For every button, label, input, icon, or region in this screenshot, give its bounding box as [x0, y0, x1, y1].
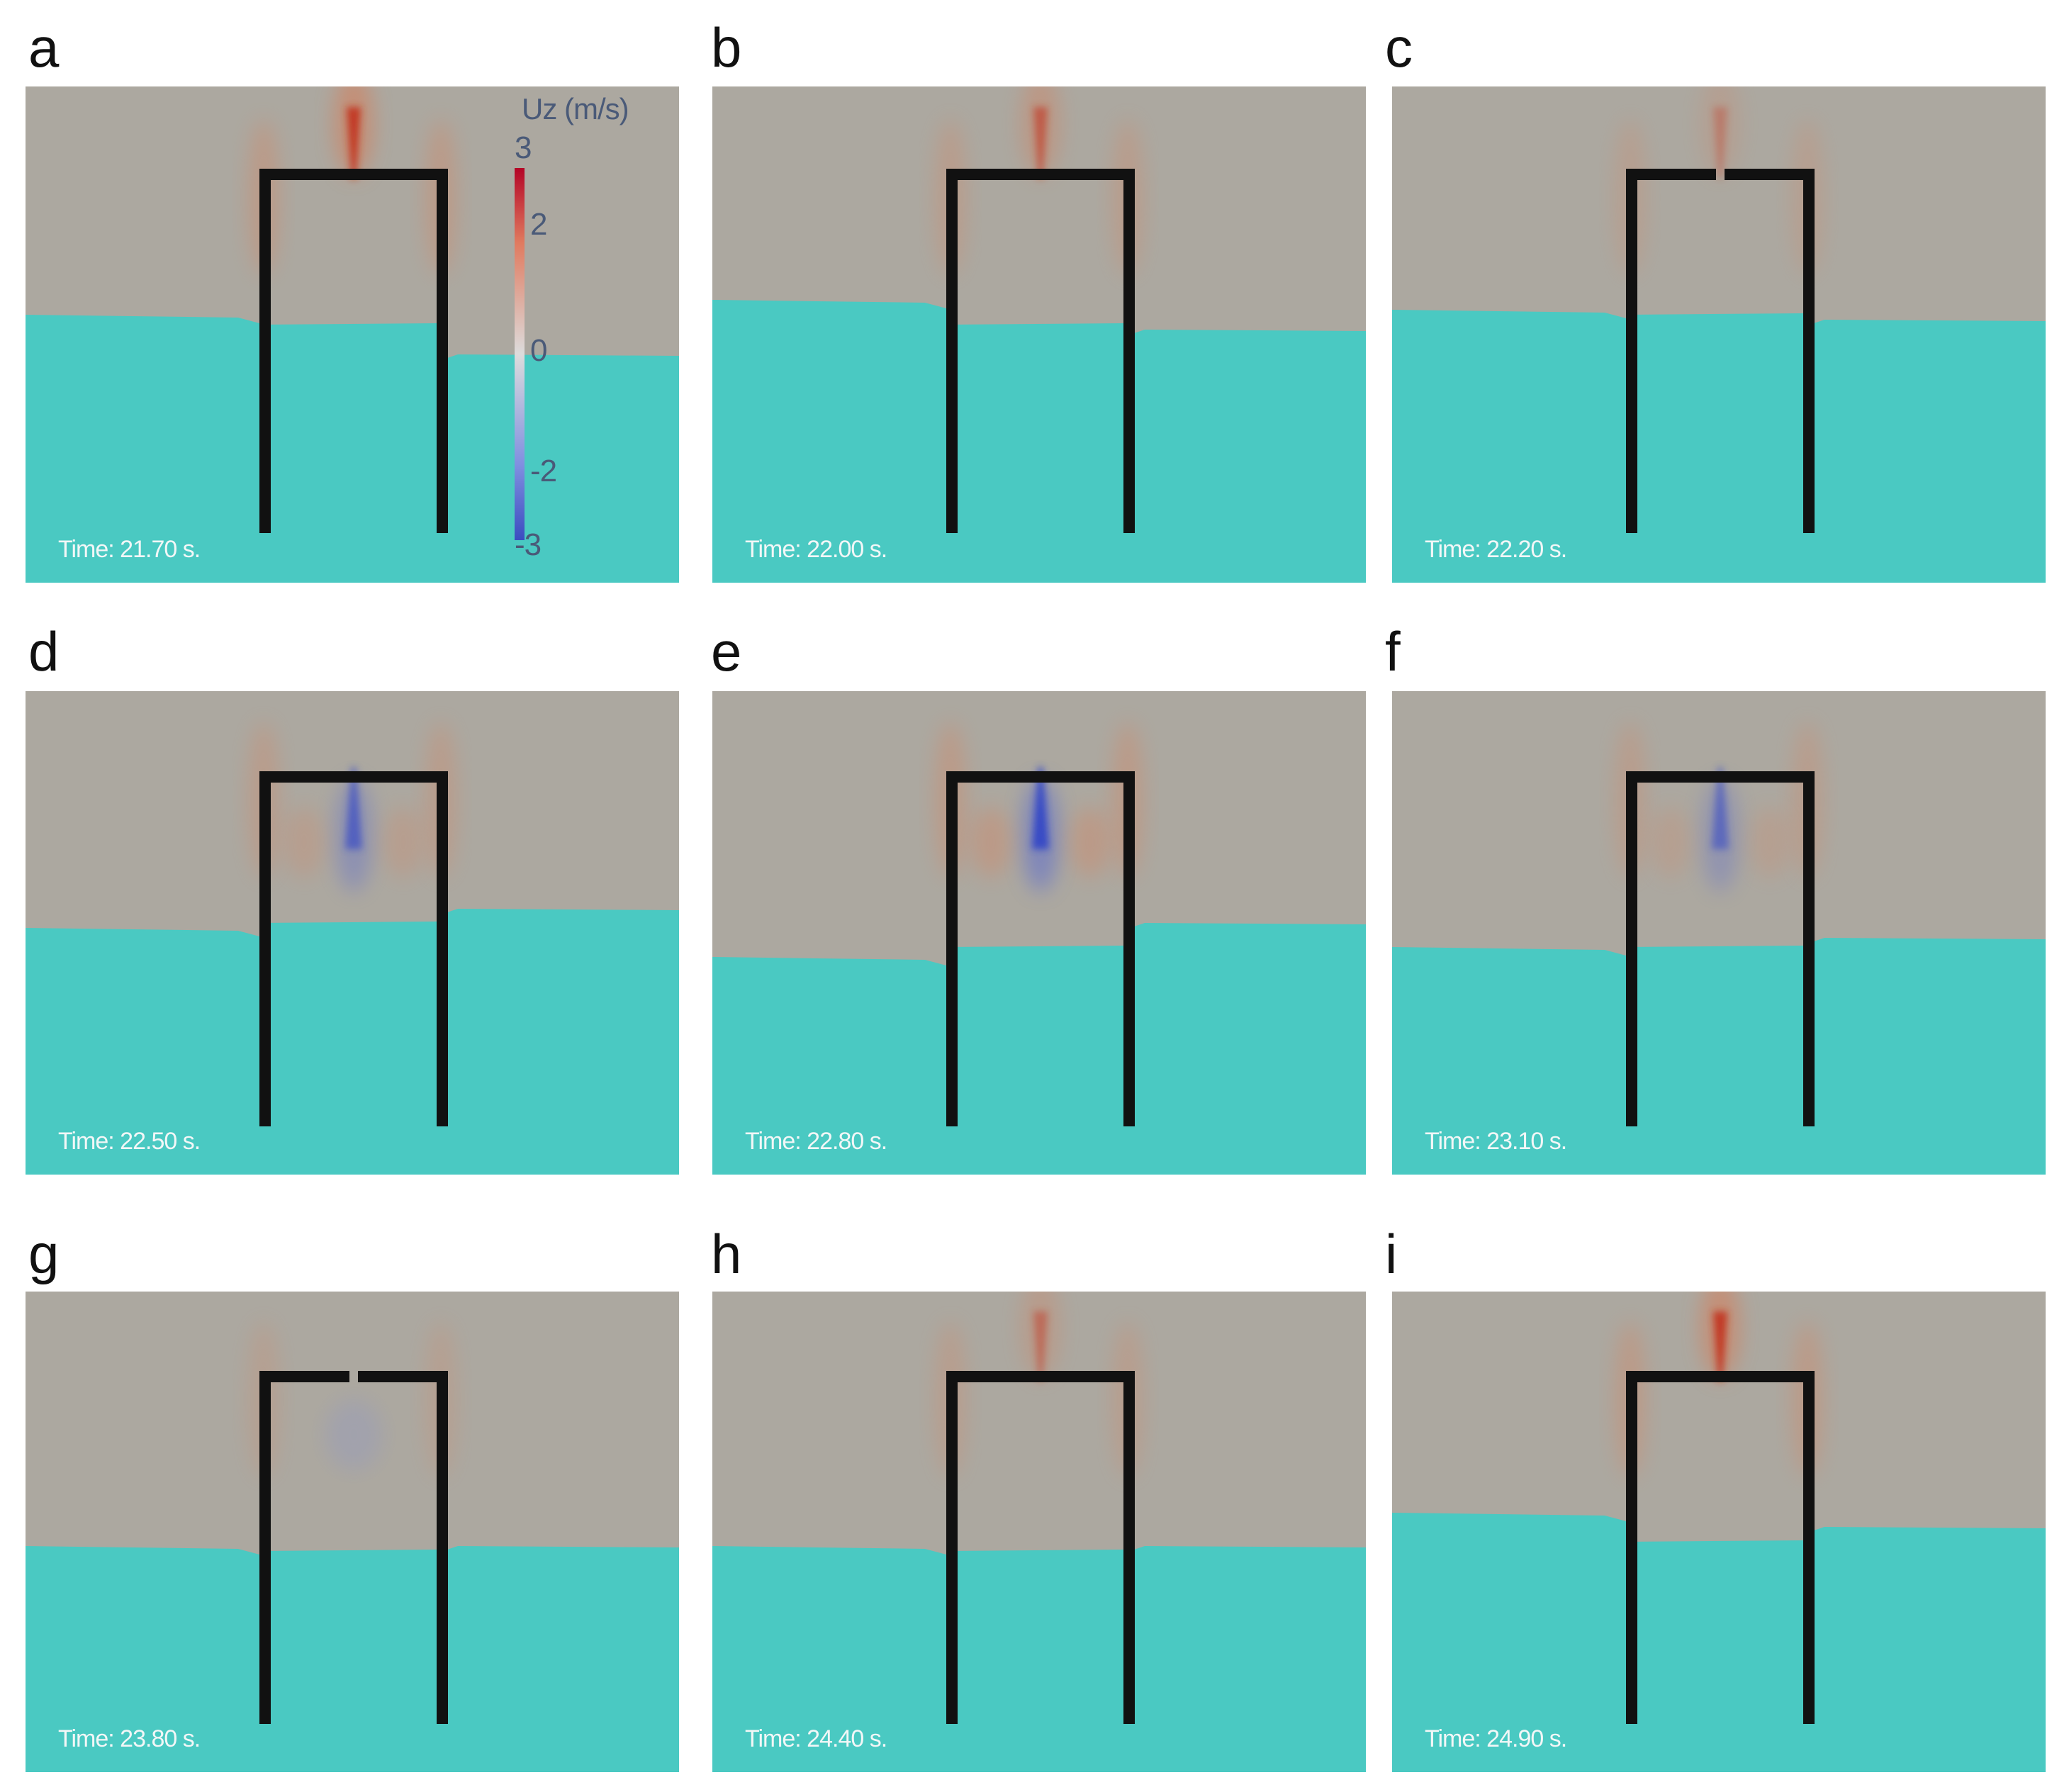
time-label: Time: 23.80 s.: [58, 1725, 201, 1752]
owc-structure: [1626, 1371, 1815, 1724]
simulation-panel-i: Time: 24.90 s.: [1392, 1292, 2046, 1772]
upward-jet-core: [1033, 107, 1048, 179]
simulation-panel-f: Time: 23.10 s.: [1392, 691, 2046, 1175]
owc-structure: [946, 169, 1135, 533]
colorbar-tick: 3: [515, 130, 532, 165]
panel-letter-g: g: [28, 1223, 60, 1285]
time-label: Time: 22.80 s.: [745, 1128, 887, 1155]
downward-jet-core: [1032, 767, 1049, 849]
flow-field-i: [1392, 1292, 2046, 1772]
panel-letter-a: a: [28, 16, 60, 79]
chamber-lobe-right: [1070, 807, 1110, 878]
flow-field-e: [712, 691, 1366, 1175]
simulation-panel-g: Time: 23.80 s.: [26, 1292, 679, 1772]
upward-jet-core: [1713, 107, 1727, 179]
water-left: [1392, 1513, 1626, 1772]
colorbar-tick: -2: [530, 454, 557, 488]
water-right: [437, 354, 679, 583]
upward-jet-core: [1033, 1311, 1048, 1381]
water-left: [1392, 310, 1626, 583]
downward-jet-core: [1712, 767, 1729, 849]
water-right: [1803, 938, 2046, 1175]
panel-letter-f: f: [1385, 620, 1401, 683]
flow-field-d: [26, 691, 679, 1175]
flow-field-c: [1392, 86, 2046, 583]
simulation-panel-h: Time: 24.40 s.: [712, 1292, 1366, 1772]
water-left: [712, 1546, 946, 1772]
flow-field-a: [26, 86, 679, 583]
water-chamber: [259, 323, 437, 583]
chamber-lobe-left: [1651, 807, 1690, 878]
water-chamber: [1626, 1540, 1803, 1772]
simulation-panel-c: Time: 22.20 s.: [1392, 86, 2046, 583]
colorbar-title: Uz (m/s): [522, 92, 629, 125]
flow-field-h: [712, 1292, 1366, 1772]
water-left: [1392, 947, 1626, 1175]
simulation-panel-a: Time: 21.70 s. Uz (m/s) 3 2 0 -2 -3: [26, 86, 679, 583]
owc-structure: [946, 771, 1135, 1126]
simulation-panel-e: Time: 22.80 s.: [712, 691, 1366, 1175]
water-right: [437, 909, 679, 1175]
water-left: [26, 1546, 259, 1772]
upward-jet-core: [1713, 1311, 1727, 1381]
owc-structure: [259, 169, 448, 533]
water-chamber: [259, 1550, 437, 1772]
time-label: Time: 22.20 s.: [1425, 536, 1567, 563]
water-chamber: [946, 946, 1123, 1175]
water-left: [712, 300, 946, 583]
simulation-panel-d: Time: 22.50 s.: [26, 691, 679, 1175]
owc-structure: [1626, 771, 1815, 1126]
time-label: Time: 24.40 s.: [745, 1725, 887, 1752]
flow-field-b: [712, 86, 1366, 583]
panel-letter-i: i: [1385, 1223, 1398, 1285]
panel-letter-e: e: [711, 620, 742, 683]
water-left: [26, 928, 259, 1175]
chamber-lobe-left: [284, 807, 324, 878]
colorbar-tick: -3: [515, 527, 542, 562]
water-right: [1123, 923, 1366, 1175]
time-label: Time: 24.90 s.: [1425, 1725, 1567, 1752]
water-chamber: [946, 1550, 1123, 1772]
water-right: [1123, 330, 1366, 583]
water-chamber: [946, 323, 1123, 583]
downward-jet-core: [345, 767, 362, 849]
flow-field-f: [1392, 691, 2046, 1175]
owc-structure: [259, 771, 448, 1126]
time-label: Time: 21.70 s.: [58, 536, 201, 563]
water-chamber: [1626, 946, 1803, 1175]
flow-field-g: [26, 1292, 679, 1772]
colorbar-tick: 2: [530, 207, 548, 242]
panel-letter-h: h: [711, 1223, 742, 1285]
time-label: Time: 22.00 s.: [745, 536, 887, 563]
water-right: [1123, 1546, 1366, 1772]
panel-letter-b: b: [711, 16, 742, 79]
water-left: [26, 315, 259, 583]
colorbar-tick: 0: [530, 333, 548, 368]
panel-letter-d: d: [28, 620, 60, 683]
owc-structure: [946, 1371, 1135, 1724]
simulation-panel-b: Time: 22.00 s.: [712, 86, 1366, 583]
water-right: [1803, 1527, 2046, 1772]
water-chamber: [1626, 313, 1803, 583]
panel-letter-c: c: [1385, 16, 1413, 79]
water-left: [712, 957, 946, 1175]
time-label: Time: 23.10 s.: [1425, 1128, 1567, 1155]
weak-vortex: [325, 1399, 382, 1470]
chamber-lobe-left: [971, 807, 1011, 878]
time-label: Time: 22.50 s.: [58, 1128, 201, 1155]
chamber-lobe-right: [383, 807, 423, 878]
upward-jet-core: [347, 107, 361, 179]
owc-structure: [1626, 169, 1815, 533]
water-right: [437, 1546, 679, 1772]
water-right: [1803, 320, 2046, 583]
owc-structure: [259, 1371, 448, 1724]
chamber-lobe-right: [1750, 807, 1790, 878]
water-chamber: [259, 922, 437, 1175]
